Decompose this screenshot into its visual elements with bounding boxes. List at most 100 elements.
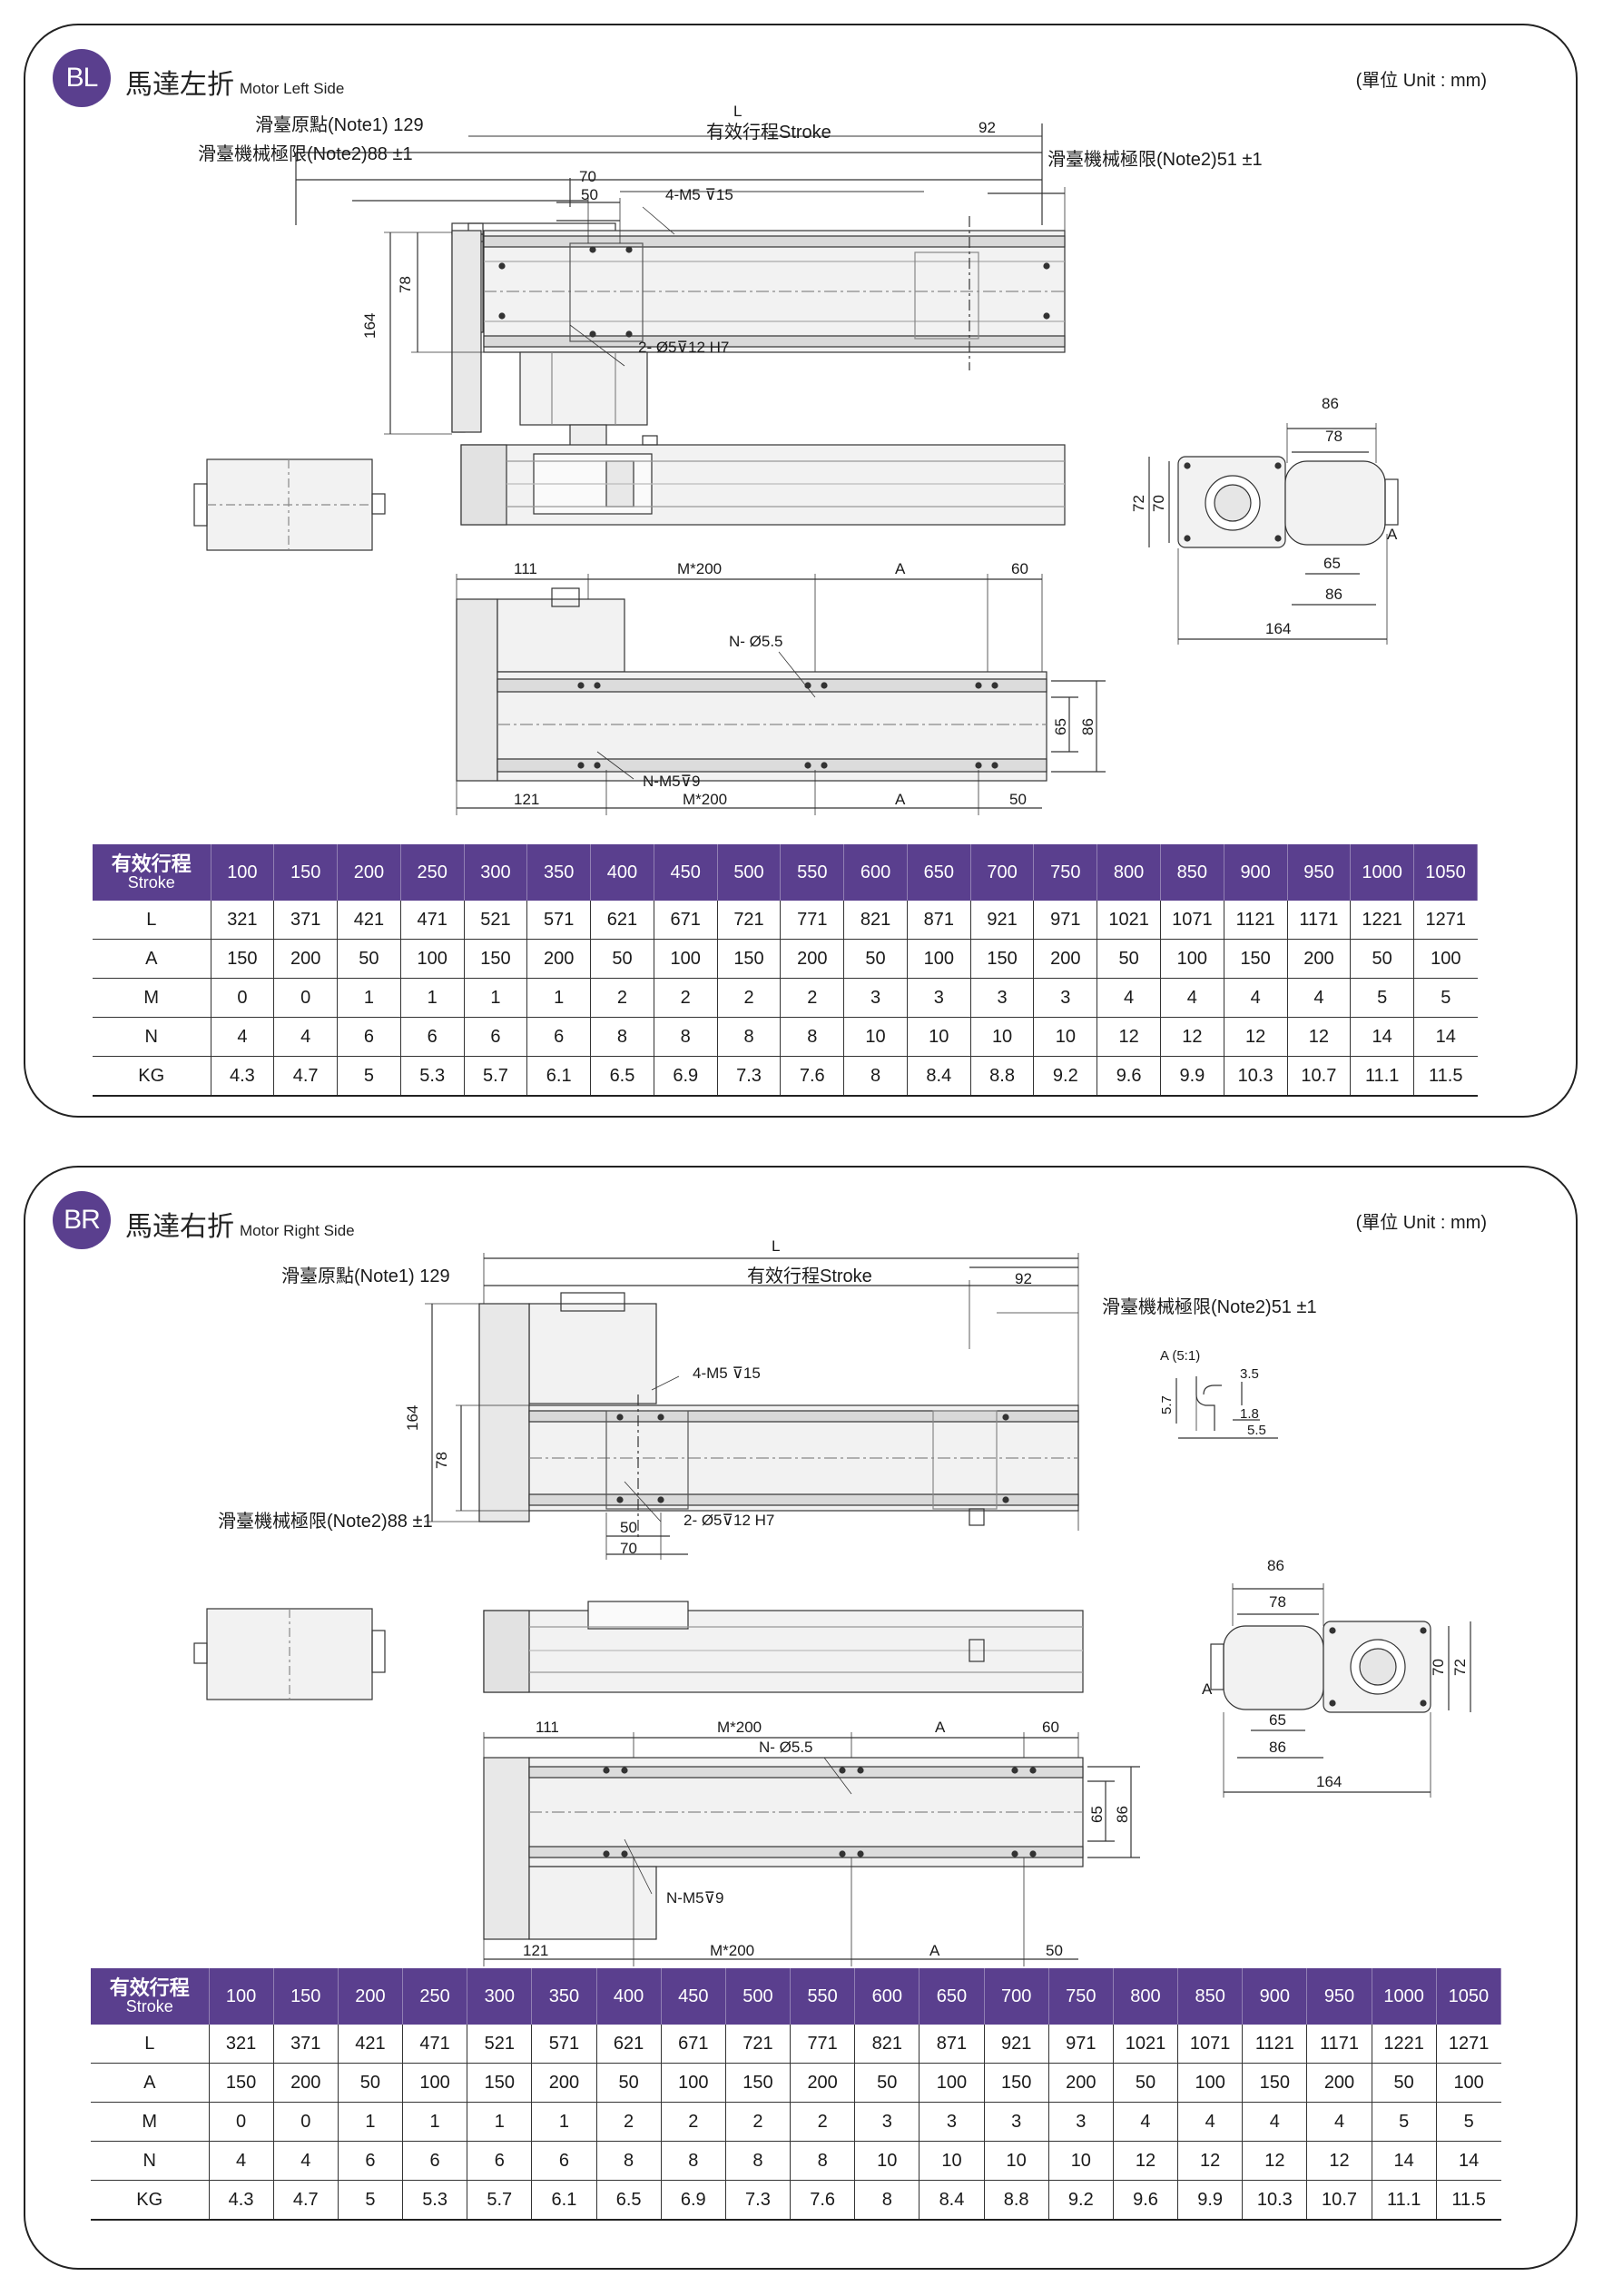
table-cell: 200 [526, 939, 592, 979]
dim-e72: 72 [1451, 1659, 1469, 1676]
table-cell: 50 [854, 2063, 920, 2103]
table-cell: 8 [717, 1017, 782, 1057]
dim-e86b: 86 [1325, 586, 1342, 603]
table-cell: 50 [1113, 2063, 1179, 2103]
stroke-col-header: 1000 [1350, 844, 1415, 901]
table-cell: 11.5 [1436, 2180, 1501, 2221]
dim-b50: 50 [1009, 791, 1027, 808]
stroke-header-zh: 有效行程 [111, 852, 192, 875]
table-cell: 1121 [1224, 901, 1288, 940]
depth-symbol: ⊽ [677, 339, 688, 356]
table-cell: 921 [970, 901, 1035, 940]
table-cell: 2 [596, 2102, 662, 2142]
table-cell: 4.7 [273, 1056, 339, 1097]
table-cell: 6 [402, 2141, 468, 2181]
table-cell: 11.1 [1350, 1056, 1415, 1097]
table-cell: 371 [273, 901, 339, 940]
dim-tapN-depth: 9 [715, 1889, 723, 1907]
table-cell: 5.7 [464, 1056, 528, 1097]
table-cell: 3 [843, 978, 908, 1018]
table-cell: 6 [400, 1017, 465, 1057]
front-view [460, 435, 1066, 526]
dim-bM200b: M*200 [683, 791, 727, 808]
table-cell: 6 [526, 1017, 592, 1057]
dim-e86: 86 [1267, 1557, 1284, 1574]
stroke-col-header: 350 [531, 1968, 597, 2025]
table-cell: 1021 [1097, 901, 1161, 940]
depth-symbol: ⊽ [681, 773, 692, 790]
table-cell: 421 [338, 2025, 404, 2064]
table-cell: 8 [661, 2141, 726, 2181]
table-cell: 1171 [1287, 901, 1352, 940]
dim-b121: 121 [523, 1942, 548, 1959]
dim-hole: N- Ø5.5 [759, 1739, 813, 1756]
dim-bM200: M*200 [677, 560, 722, 577]
table-cell: 150 [717, 939, 782, 979]
row-label: M [91, 2102, 210, 2142]
stroke-col-header: 1050 [1436, 1968, 1502, 2025]
table-cell: 3 [970, 978, 1035, 1018]
table-cell: 1071 [1160, 901, 1224, 940]
table-cell: 14 [1413, 1017, 1478, 1057]
table-cell: 10 [843, 1017, 908, 1057]
stroke-col-header: 200 [338, 1968, 404, 2025]
stroke-col-header: 300 [467, 1968, 533, 2025]
table-cell: 200 [790, 2063, 856, 2103]
dim-b86: 86 [1114, 1806, 1131, 1823]
dim-78: 78 [433, 1452, 450, 1469]
table-cell: 3 [854, 2102, 920, 2142]
panel-title-zh: 馬達左折 [125, 70, 234, 100]
table-cell: 9.9 [1177, 2180, 1244, 2221]
table-cell: 7.3 [717, 1056, 782, 1097]
table-cell: 200 [1048, 2063, 1114, 2103]
table-cell: 6 [338, 2141, 404, 2181]
table-cell: 150 [464, 939, 528, 979]
table-cell: 5.3 [400, 1056, 465, 1097]
table-cell: 3 [907, 978, 971, 1018]
detail-a [1175, 1376, 1278, 1439]
dim-78: 78 [397, 276, 414, 293]
table-cell: 421 [337, 901, 401, 940]
depth-symbol: ⊽ [728, 1365, 743, 1382]
row-label: M [93, 978, 211, 1018]
row-label: KG [93, 1056, 211, 1097]
table-cell: 1271 [1436, 2025, 1501, 2064]
row-label: A [93, 939, 211, 979]
motor-end-view [193, 458, 386, 551]
table-cell: 821 [854, 2025, 920, 2064]
table-cell: 10.3 [1242, 2180, 1308, 2221]
stroke-col-header: 1000 [1372, 1968, 1437, 2025]
dim-pin-depth: 12 H7 [688, 339, 729, 356]
table-cell: 100 [661, 2063, 726, 2103]
table-cell: 1 [400, 978, 465, 1018]
table-cell: 3 [1033, 978, 1098, 1018]
table-cell: 6.5 [596, 2180, 662, 2221]
row-label: A [91, 2063, 210, 2103]
dim-b121: 121 [514, 791, 539, 808]
table-cell: 14 [1436, 2141, 1501, 2181]
table-cell: 6 [464, 1017, 528, 1057]
stroke-col-header: 350 [526, 844, 592, 901]
table-cell: 1021 [1113, 2025, 1179, 2064]
table-cell: 7.6 [780, 1056, 845, 1097]
stroke-col-header: 550 [790, 1968, 856, 2025]
dim-origin: 滑臺原點(Note1) 129 [255, 114, 424, 135]
table-cell: 871 [907, 901, 971, 940]
table-cell: 1 [464, 978, 528, 1018]
table-cell: 100 [1160, 939, 1224, 979]
dim-e70: 70 [1430, 1659, 1447, 1676]
svg-text:2- Ø5⊽12 H7: 2- Ø5⊽12 H7 [638, 339, 729, 356]
table-cell: 3 [984, 2102, 1049, 2142]
table-cell: 0 [211, 978, 275, 1018]
table-cell: 50 [843, 939, 908, 979]
table-cell: 2 [790, 2102, 856, 2142]
table-cell: 5 [1436, 2102, 1501, 2142]
dim-bAb: A [895, 791, 906, 808]
